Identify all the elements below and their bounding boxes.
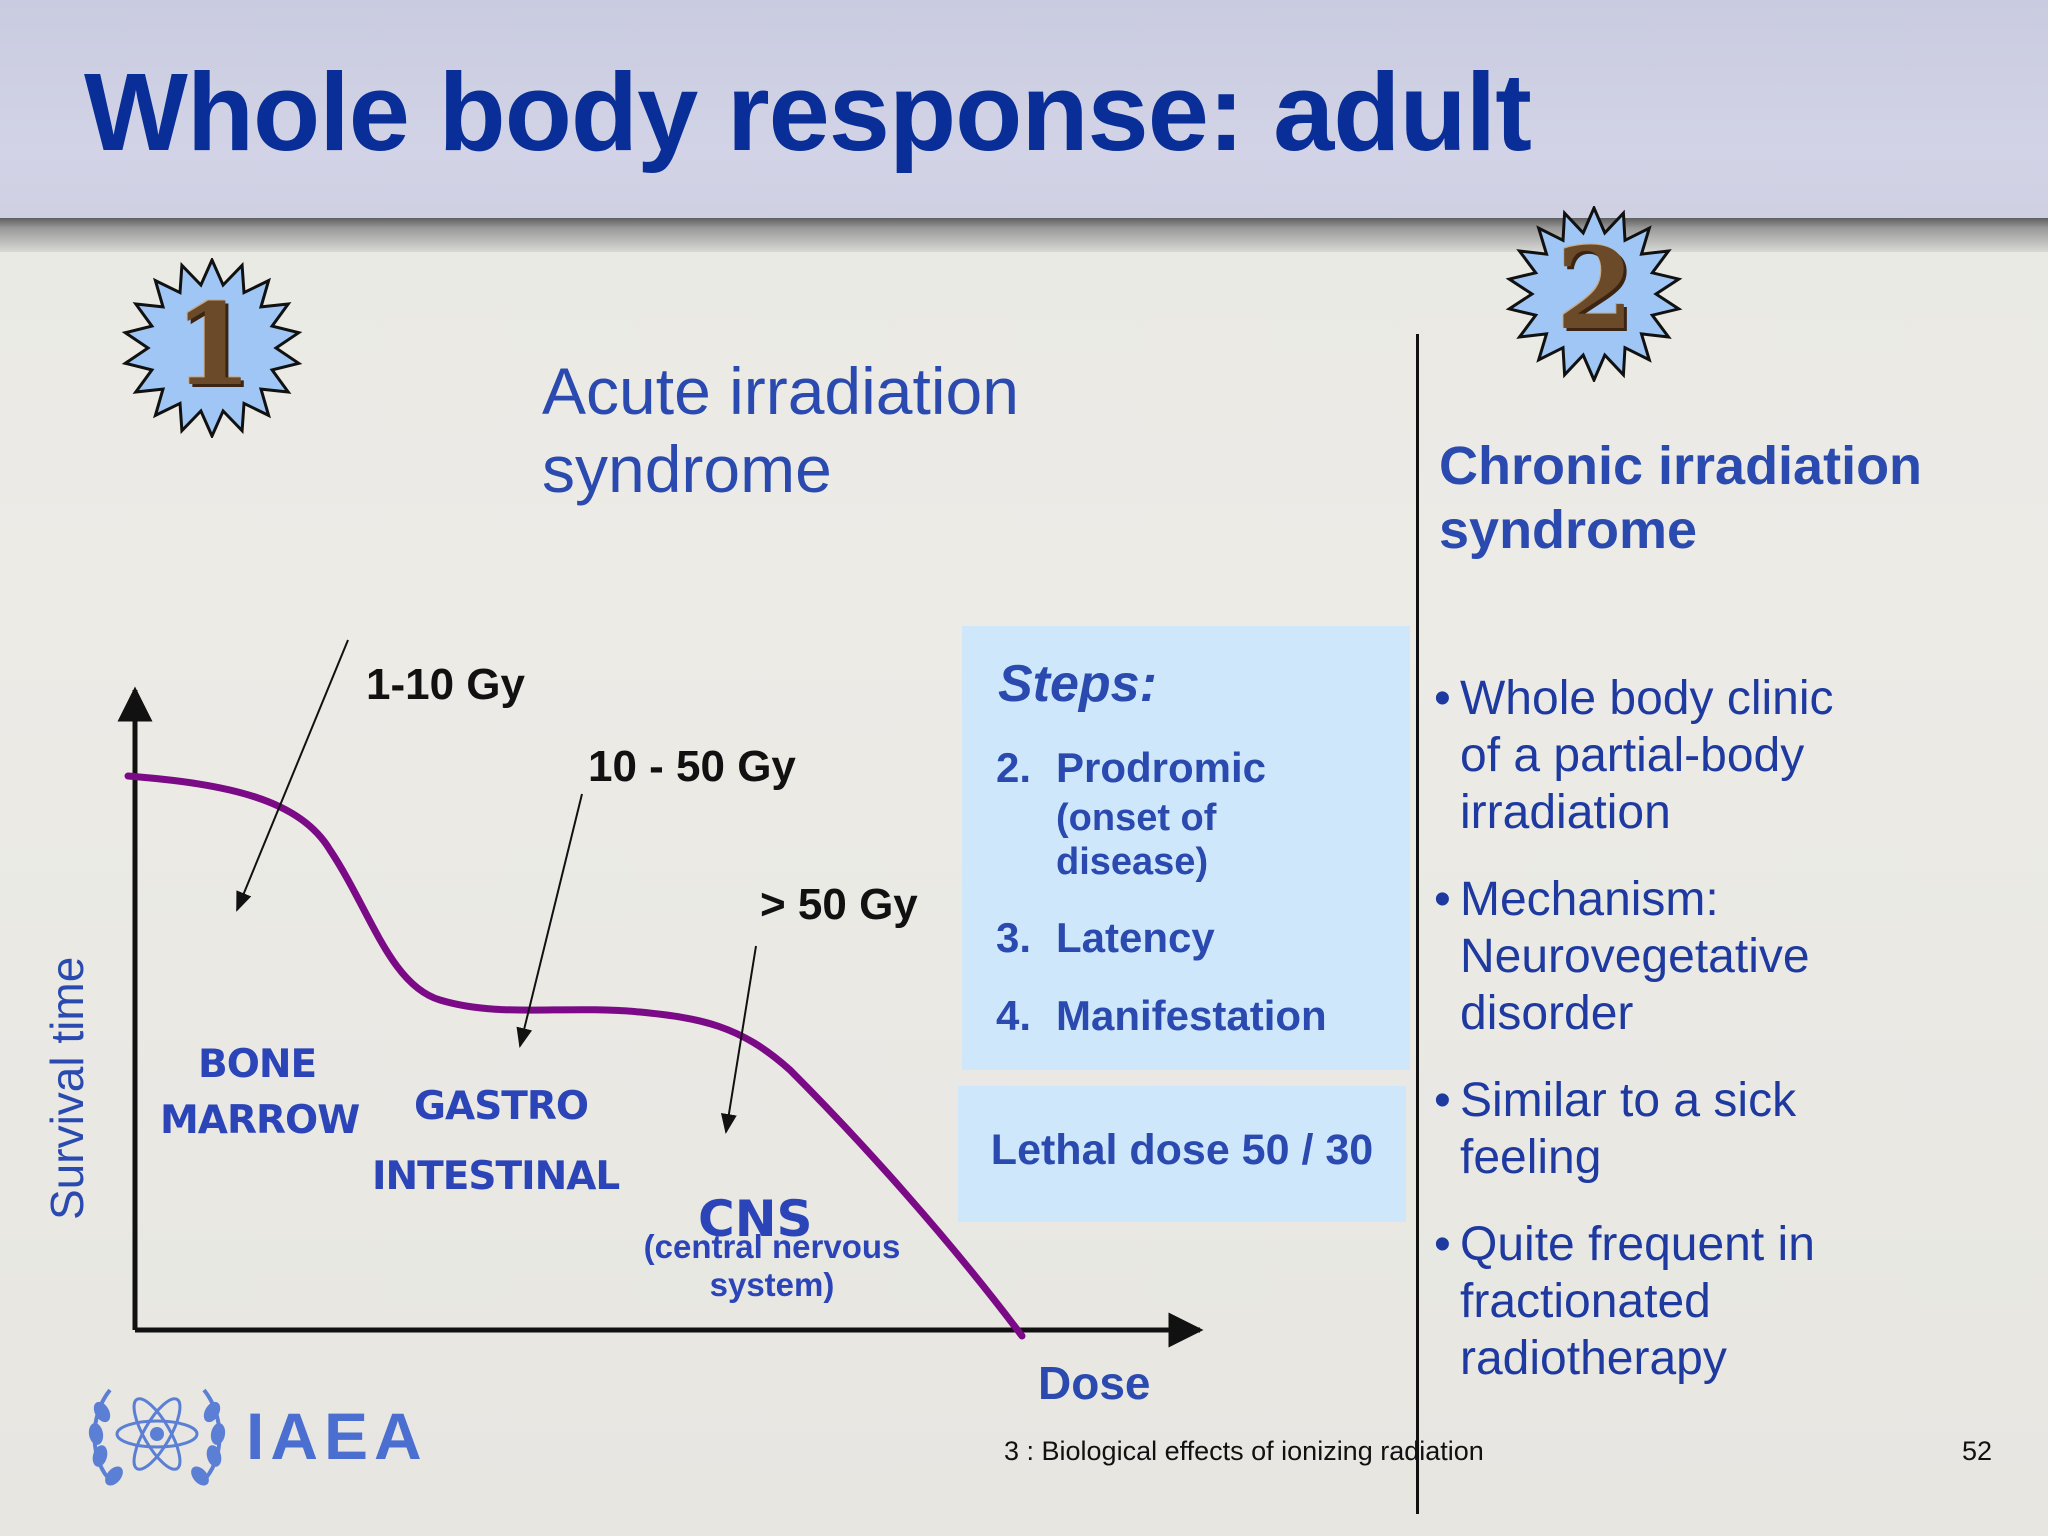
bullet-1-line3: irradiation [1460, 786, 1671, 839]
bullet-2-line2: Neurovegetative [1460, 930, 1810, 983]
step-4-label: Manifestation [1056, 992, 1327, 1039]
acute-syndrome-title: Acute irradiation syndrome [542, 352, 1019, 508]
lethal-dose-label: Lethal dose 50 / 30 [990, 1126, 1374, 1174]
bone-marrow-label-line2: MARROW [160, 1098, 360, 1143]
steps-title: Steps: [998, 655, 1157, 713]
starburst-1-icon [121, 256, 303, 440]
x-axis-label: Dose [1038, 1357, 1151, 1409]
bullet-1-line1: Whole body clinic [1460, 672, 1834, 725]
chronic-title-line2: syndrome [1439, 500, 1698, 560]
vertical-divider [1416, 334, 1419, 1514]
dose-range-3: > 50 Gy [760, 880, 918, 929]
lethal-dose-box [958, 1086, 1406, 1222]
y-axis-label: Survival time [41, 956, 93, 1220]
bullet-4-line1: Quite frequent in [1460, 1218, 1815, 1271]
title-band [0, 0, 2048, 218]
bullet-item: • Similar to a sick feeling [1434, 1072, 2034, 1186]
bullet-2-line3: disorder [1460, 987, 1634, 1040]
page-number: 52 [1962, 1436, 1993, 1466]
survival-curve [124, 772, 1026, 1340]
cns-label: CNS [698, 1190, 813, 1248]
starburst-2-icon [1505, 204, 1683, 384]
bullet-item: • Mechanism: Neurovegetative disorder [1434, 871, 2034, 1042]
bullet-4-line3: radiotherapy [1460, 1332, 1727, 1385]
bullet-3-line1: Similar to a sick [1460, 1074, 1797, 1127]
iaea-logo [82, 1372, 232, 1502]
badge-2: 2 [1498, 204, 1690, 384]
bullet-item: • Whole body clinic of a partial-body ir… [1434, 670, 2034, 841]
bullet-dot: • [1434, 1074, 1451, 1127]
bone-marrow-label-line1: BONE [198, 1042, 317, 1087]
step-4-number: 4. [996, 992, 1032, 1039]
steps-box [962, 626, 1410, 1070]
acute-title-line2: syndrome [542, 432, 832, 506]
cns-sublabel: (central nervous system) [630, 1228, 914, 1304]
slide-title: Whole body response: adult [84, 51, 1532, 174]
bullet-3-line2: feeling [1460, 1131, 1602, 1184]
badge-1: 1 [114, 256, 310, 440]
bullet-4-line2: fractionated [1460, 1275, 1711, 1328]
chronic-title-line1: Chronic irradiation [1439, 436, 1923, 496]
iaea-wordmark: IAEA [246, 1399, 428, 1473]
step-3-label: Latency [1056, 914, 1215, 961]
arrow-10-50gy [516, 793, 583, 1048]
step-2-sub: (onset of disease) [1056, 796, 1216, 884]
gastro-label-line2: INTESTINAL [372, 1154, 620, 1199]
arrow-50gy [720, 945, 757, 1134]
bullet-2-line1: Mechanism: [1460, 873, 1719, 926]
acute-diagram [117, 639, 1204, 1348]
step-3-number: 3. [996, 914, 1032, 961]
bullet-1-line2: of a partial-body [1460, 729, 1805, 782]
dose-range-2: 10 - 50 Gy [588, 742, 796, 791]
title-band-shadow [0, 218, 2048, 252]
dose-range-1: 1-10 Gy [366, 660, 525, 709]
un-emblem-icon [88, 1388, 226, 1486]
footer-caption: 3 : Biological effects of ionizing radia… [1004, 1436, 1484, 1466]
cns-sub-line2: system) [709, 1266, 835, 1303]
step-2-label: Prodromic [1056, 744, 1267, 791]
step-2-number: 2. [996, 744, 1032, 791]
gastro-label-line1: GASTRO [414, 1084, 589, 1129]
cns-sub-line1: (central nervous [643, 1228, 901, 1265]
bullet-item: • Quite frequent in fractionated radioth… [1434, 1216, 2034, 1387]
chronic-bullet-list: • Whole body clinic of a partial-body ir… [1434, 670, 2034, 1417]
step-2-sub-line2: disease) [1056, 841, 1209, 883]
bullet-dot: • [1434, 672, 1451, 725]
chronic-syndrome-title: Chronic irradiation syndrome [1439, 434, 1922, 562]
arrow-1-10gy [236, 639, 349, 912]
bullet-dot: • [1434, 873, 1451, 926]
step-2-sub-line1: (onset of [1056, 797, 1217, 839]
bullet-dot: • [1434, 1218, 1451, 1271]
badge-2-number: 2 [1556, 224, 1634, 355]
badge-1-number: 1 [174, 280, 252, 411]
acute-title-line1: Acute irradiation [542, 354, 1019, 428]
